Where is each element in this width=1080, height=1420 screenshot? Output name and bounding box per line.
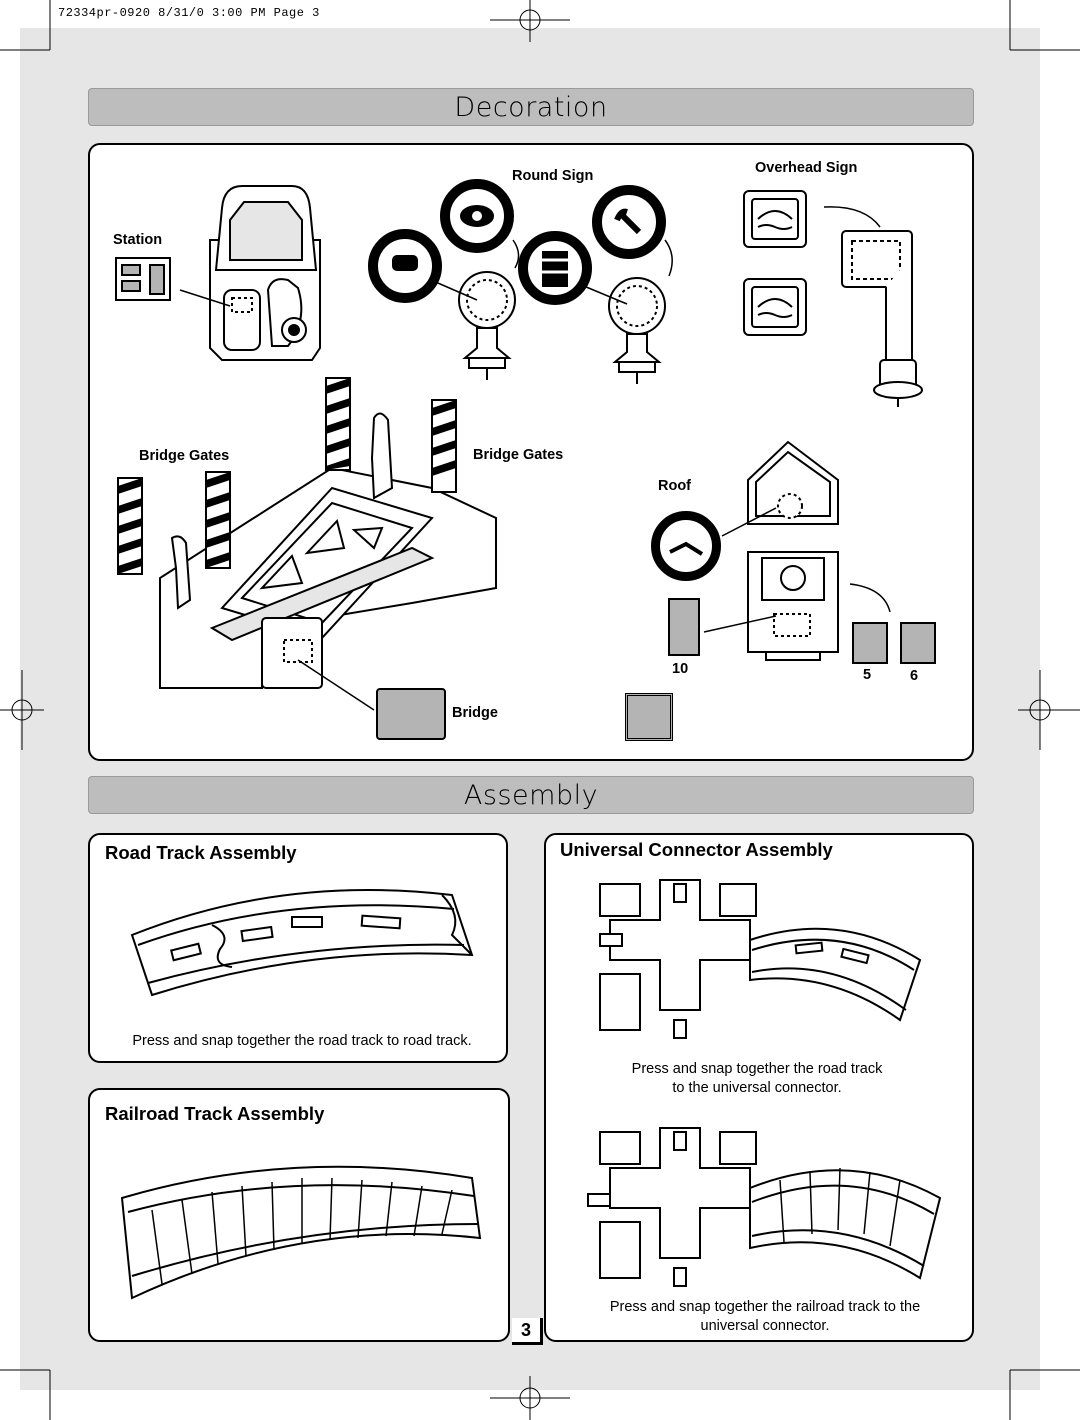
sticker-number-5: 5 (863, 667, 872, 683)
roof-clock-illustration (651, 440, 891, 661)
station-label: Station (113, 232, 163, 248)
bridge-gates-left-label: Bridge Gates (139, 448, 230, 464)
bridge-label: Bridge (452, 705, 498, 721)
railroad-track-illustration (120, 1165, 482, 1300)
universal-connector-title: Universal Connector Assembly (560, 839, 833, 860)
overhead-sign-illustration (743, 190, 923, 407)
round-sign-label: Round Sign (512, 168, 594, 184)
decoration-banner: Decoration (88, 88, 974, 126)
sticker-6 (900, 622, 936, 664)
bridge-gates-right-label: Bridge Gates (473, 447, 564, 463)
universal-rail-illustration (587, 1127, 942, 1287)
bridge-sticker (376, 688, 446, 740)
assembly-banner: Assembly (88, 776, 974, 814)
station-illustration (115, 185, 321, 361)
sticker-number-10: 10 (672, 661, 689, 677)
overhead-sign-label: Overhead Sign (755, 160, 858, 176)
roof-label: Roof (658, 478, 692, 494)
road-track-caption: Press and snap together the road track t… (132, 1033, 472, 1049)
sticker-10 (668, 598, 700, 656)
railroad-track-title: Railroad Track Assembly (105, 1103, 325, 1124)
page-number: 3 (512, 1318, 543, 1345)
print-slug: 72334pr-0920 8/31/0 3:00 PM Page 3 (58, 6, 320, 20)
universal-rail-caption: Press and snap together the railroad tra… (609, 1299, 921, 1334)
sticker-number-6: 6 (910, 668, 919, 684)
sticker-square (625, 693, 673, 741)
sticker-5 (852, 622, 888, 664)
universal-road-caption: Press and snap together the road track t… (631, 1061, 883, 1096)
road-track-title: Road Track Assembly (105, 842, 297, 863)
bridge-illustration (117, 377, 497, 711)
universal-road-illustration (599, 879, 922, 1039)
road-track-illustration (130, 889, 474, 997)
round-sign-illustration (368, 179, 673, 384)
